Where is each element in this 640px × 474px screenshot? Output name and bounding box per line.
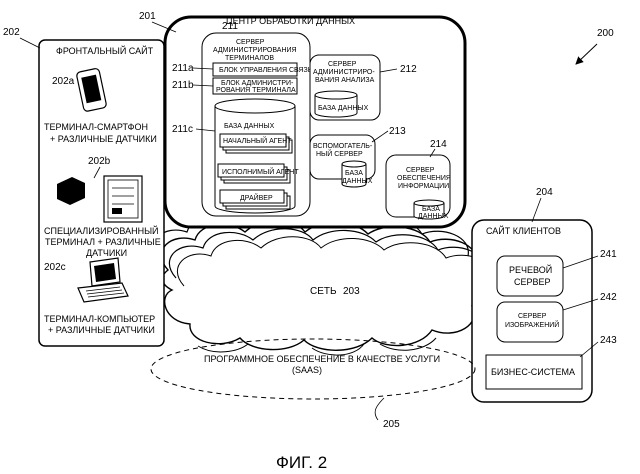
client-site-ref: 204 [536, 187, 553, 198]
network-ref: 203 [343, 286, 360, 297]
system-ref-arrow [576, 44, 597, 64]
smartphone-label-1: ТЕРМИНАЛ-СМАРТФОН [44, 122, 148, 132]
terminal-admin-unit-label-2: РОВАНИЯ ТЕРМИНАЛА [216, 87, 296, 94]
info-db-label-1: БАЗА [422, 206, 440, 213]
analysis-server-ref: 212 [400, 64, 417, 75]
analysis-server-label-1: СЕРВЕР [328, 61, 357, 68]
special-terminal-label-2: ТЕРМИНАЛ + РАЗЛИЧНЫЕ [45, 237, 161, 247]
aux-db-label-2: ДАННЫХ [342, 178, 373, 185]
image-server-label-1: СЕРВЕР [518, 313, 547, 320]
image-server-label-2: ИЗОБРАЖЕНИЙ [505, 320, 559, 329]
voice-server [497, 256, 563, 296]
admin-server-ref: 211 [222, 21, 238, 32]
voice-server-label-2: СЕРВЕР [514, 277, 551, 287]
voice-server-label-1: РЕЧЕВОЙ [509, 264, 552, 275]
unit-b-ref: 211b [172, 80, 194, 91]
special-terminal-ref: 202b [88, 156, 111, 167]
analysis-server-label-3: ВАНИЯ АНАЛИЗА [315, 77, 375, 84]
analysis-db-label: БАЗА ДАННЫХ [318, 105, 369, 112]
client-site-leader [532, 198, 541, 222]
info-server-ref: 214 [430, 139, 447, 150]
unit-a-ref: 211a [172, 63, 194, 74]
figure-caption: ФИГ. 2 [276, 453, 327, 472]
front-site-ref-leader [20, 38, 40, 48]
analysis-server-label-2: АДМИНИСТРИРО- [313, 69, 375, 76]
admin-server-title-2: АДМИНИСТРИРОВАНИЯ [213, 47, 297, 54]
info-server-label-3: ИНФОРМАЦИИ [398, 183, 449, 190]
admin-server-title-3: ТЕРМИНАЛОВ [225, 55, 274, 62]
network-label: СЕТЬ [310, 286, 337, 297]
business-system-ref: 243 [600, 335, 617, 346]
data-center-ref: 201 [139, 11, 156, 22]
smartphone-label-2: + РАЗЛИЧНЫЕ ДАТЧИКИ [50, 134, 157, 144]
voice-server-ref: 241 [600, 249, 617, 260]
business-system-label: БИЗНЕС-СИСТЕМА [491, 367, 575, 377]
client-site-title: САЙТ КЛИЕНТОВ [486, 225, 561, 236]
comm-control-unit-label: БЛОК УПРАВЛЕНИЯ СВЯЗЬЮ [219, 67, 319, 74]
info-server-label-1: СЕРВЕР [406, 167, 435, 174]
computer-label-2: + РАЗЛИЧНЫЕ ДАТЧИКИ [48, 325, 155, 335]
admin-server-title-1: СЕРВЕР [236, 39, 265, 46]
aux-server-ref: 213 [389, 126, 406, 137]
front-site-title: ФРОНТАЛЬНЫЙ САЙТ [56, 45, 154, 56]
initial-agent-label: НАЧАЛЬНЫЙ АГЕНТ [223, 136, 292, 145]
saas-ref: 205 [383, 419, 400, 430]
terminal-admin-unit-label-1: БЛОК АДМИНИСТРИ- [221, 80, 294, 87]
analysis-database-cylinder [315, 91, 357, 117]
executable-agent-label: ИСПОЛНИМЫЙ АГЕНТ [222, 167, 299, 176]
front-site-ref: 202 [3, 27, 20, 38]
info-server-label-2: ОБЕСПЕЧЕНИЯ [397, 175, 451, 182]
saas-label-2: (SAAS) [292, 365, 322, 375]
aux-server-label-2: НЫЙ СЕРВЕР [316, 149, 363, 158]
computer-ref: 202c [44, 262, 66, 273]
data-center-title: ЦЕНТР ОБРАБОТКИ ДАННЫХ [226, 16, 355, 26]
smartphone-ref: 202a [52, 76, 75, 87]
special-terminal-label-1: СПЕЦИАЛИЗИРОВАННЫЙ [44, 225, 159, 236]
saas-label-1: ПРОГРАММНОЕ ОБЕСПЕЧЕНИЕ В КАЧЕСТВЕ УСЛУГ… [204, 354, 440, 364]
special-terminal-label-3: ДАТЧИКИ [86, 248, 127, 258]
network-cloud [150, 213, 499, 355]
system-ref-label: 200 [597, 28, 614, 39]
image-server-ref: 242 [600, 292, 617, 303]
saas-ref-leader [375, 398, 384, 420]
computer-label-1: ТЕРМИНАЛ-КОМПЬЮТЕР [44, 314, 155, 324]
db-title: БАЗА ДАННЫХ [224, 123, 275, 130]
aux-server-label-1: ВСПОМОГАТЕЛЬ- [313, 143, 373, 150]
info-db-label-2: ДАННЫХ [418, 213, 449, 220]
aux-db-label-1: БАЗА [345, 170, 363, 177]
db-ref: 211c [172, 124, 193, 135]
driver-label: ДРАЙВЕР [240, 193, 273, 202]
